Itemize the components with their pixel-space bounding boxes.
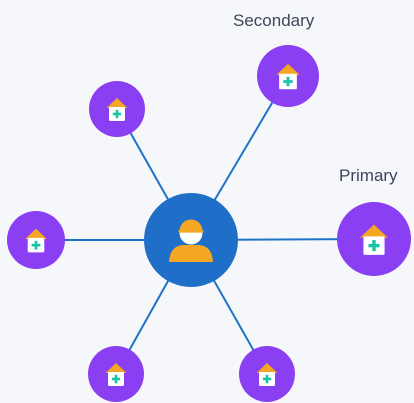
house-plus-icon bbox=[25, 228, 47, 253]
cross-h bbox=[111, 377, 121, 381]
node-top-right bbox=[257, 45, 319, 107]
house-plus-icon bbox=[276, 63, 300, 90]
person-cap bbox=[179, 219, 203, 231]
house-plus-icon bbox=[106, 98, 128, 121]
node-top-left bbox=[89, 81, 145, 137]
secondary-label: Secondary bbox=[233, 11, 315, 30]
cross-h bbox=[31, 243, 41, 247]
person-cap-brim bbox=[178, 230, 204, 233]
person-icon bbox=[169, 219, 213, 262]
node-right bbox=[337, 202, 411, 276]
house-roof bbox=[106, 98, 128, 108]
cross-h bbox=[112, 112, 122, 116]
house-plus-icon bbox=[105, 363, 127, 386]
cross-h bbox=[368, 243, 380, 248]
node-bottom-left bbox=[88, 346, 144, 402]
cross-h bbox=[262, 377, 272, 381]
cross-h bbox=[283, 80, 293, 83]
house-roof bbox=[276, 63, 300, 75]
node-bottom-right bbox=[239, 346, 295, 402]
person-body bbox=[169, 245, 213, 262]
house-roof bbox=[256, 363, 278, 373]
hub-node bbox=[144, 193, 238, 287]
node-left bbox=[7, 211, 65, 269]
house-plus-icon bbox=[360, 224, 388, 255]
house-plus-icon bbox=[256, 363, 278, 386]
house-roof bbox=[105, 363, 127, 373]
house-roof bbox=[360, 224, 388, 238]
house-roof bbox=[25, 228, 47, 239]
primary-label: Primary bbox=[339, 166, 398, 185]
